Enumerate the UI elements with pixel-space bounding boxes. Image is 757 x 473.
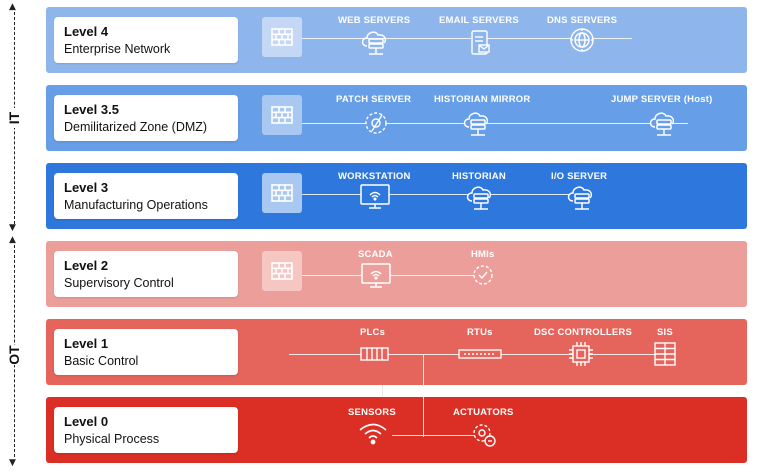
device-label: DSC CONTROLLERS [534, 327, 632, 338]
server-cloud-icon [361, 31, 387, 55]
level-3-band: Level 3 Manufacturing Operations WORKSTA… [46, 163, 747, 229]
device-label: WORKSTATION [338, 171, 411, 182]
level-2-label-box: Level 2 Supervisory Control [54, 251, 238, 297]
level-title: Level 1 [64, 336, 109, 351]
level-connector-line [382, 385, 383, 397]
it-label: IT [2, 108, 26, 128]
chip-icon [569, 342, 593, 366]
level-0-label-box: Level 0 Physical Process [54, 407, 238, 453]
plc-icon [360, 347, 389, 361]
device-label: HISTORIAN MIRROR [434, 94, 531, 105]
device-label: PLCs [360, 327, 386, 338]
server-cloud-icon [466, 186, 492, 210]
level-4-label-box: Level 4 Enterprise Network [54, 17, 238, 63]
arrow-up-icon: ▲ [9, 235, 16, 245]
level-subtitle: Basic Control [64, 354, 139, 368]
device-label: SCADA [358, 249, 393, 260]
level-connector-line [423, 355, 424, 437]
level-3-5-band: Level 3.5 Demilitarized Zone (DMZ) PATCH… [46, 85, 747, 151]
level-title: Level 3.5 [64, 102, 119, 117]
device-label: PATCH SERVER [336, 94, 412, 105]
device-label: JUMP SERVER (Host) [611, 94, 713, 105]
network-line [302, 38, 632, 39]
device-label: SIS [657, 327, 673, 338]
level-2-band: Level 2 Supervisory Control SCADA HMIs [46, 241, 747, 307]
level-subtitle: Supervisory Control [64, 276, 174, 290]
device-label: EMAIL SERVERS [439, 15, 519, 26]
level-title: Level 3 [64, 180, 109, 195]
arrow-up-icon: ▲ [9, 2, 16, 12]
server-cloud-icon [567, 186, 593, 210]
device-label: I/O SERVER [551, 171, 608, 182]
level-1-label-box: Level 1 Basic Control [54, 329, 238, 375]
level-title: Level 2 [64, 258, 109, 273]
device-label: WEB SERVERS [338, 15, 411, 26]
device-label: RTUs [467, 327, 493, 338]
level-subtitle: Manufacturing Operations [64, 198, 208, 212]
device-label: HISTORIAN [452, 171, 506, 182]
server-cloud-icon [649, 112, 675, 136]
monitor-wifi-icon [361, 263, 391, 288]
arrow-down-icon: ▼ [9, 458, 16, 468]
level-subtitle: Physical Process [64, 432, 160, 446]
firewall-icon [262, 17, 302, 57]
device-label: HMIs [471, 249, 495, 260]
firewall-icon [262, 173, 302, 213]
level-1-band: Level 1 Basic Control PLCs RTUs DSC CONT… [46, 319, 747, 385]
network-line [302, 123, 688, 124]
network-line [302, 275, 492, 276]
dns-globe-icon [570, 28, 594, 52]
arrow-down-icon: ▼ [9, 223, 16, 233]
device-label: SENSORS [348, 407, 396, 418]
level-3-5-label-box: Level 3.5 Demilitarized Zone (DMZ) [54, 95, 238, 141]
device-label: ACTUATORS [453, 407, 514, 418]
patch-gear-icon [365, 112, 387, 134]
rtu-icon [458, 349, 502, 359]
it-ot-sidebar: ▲ IT ▼ ▲ OT ▼ [0, 0, 34, 473]
level-4-band: Level 4 Enterprise Network WEB SERVERS E… [46, 7, 747, 73]
network-line [302, 194, 592, 195]
level-0-band: Level 0 Physical Process SENSORS ACTUATO… [46, 397, 747, 463]
level-subtitle: Demilitarized Zone (DMZ) [64, 120, 208, 134]
level-title: Level 4 [64, 24, 109, 39]
actuator-gear-icon [473, 424, 496, 447]
level-title: Level 0 [64, 414, 109, 429]
email-server-icon [471, 30, 490, 55]
firewall-icon [262, 95, 302, 135]
wifi-sensor-icon [359, 423, 387, 445]
firewall-icon [262, 251, 302, 291]
sis-icon [654, 342, 676, 366]
network-line [392, 435, 476, 436]
ot-label: OT [2, 345, 26, 365]
level-subtitle: Enterprise Network [64, 42, 171, 56]
shield-gear-icon [473, 265, 493, 285]
server-cloud-icon [463, 112, 489, 136]
level-3-label-box: Level 3 Manufacturing Operations [54, 173, 238, 219]
workstation-monitor-icon [360, 184, 390, 209]
device-label: DNS SERVERS [547, 15, 618, 26]
